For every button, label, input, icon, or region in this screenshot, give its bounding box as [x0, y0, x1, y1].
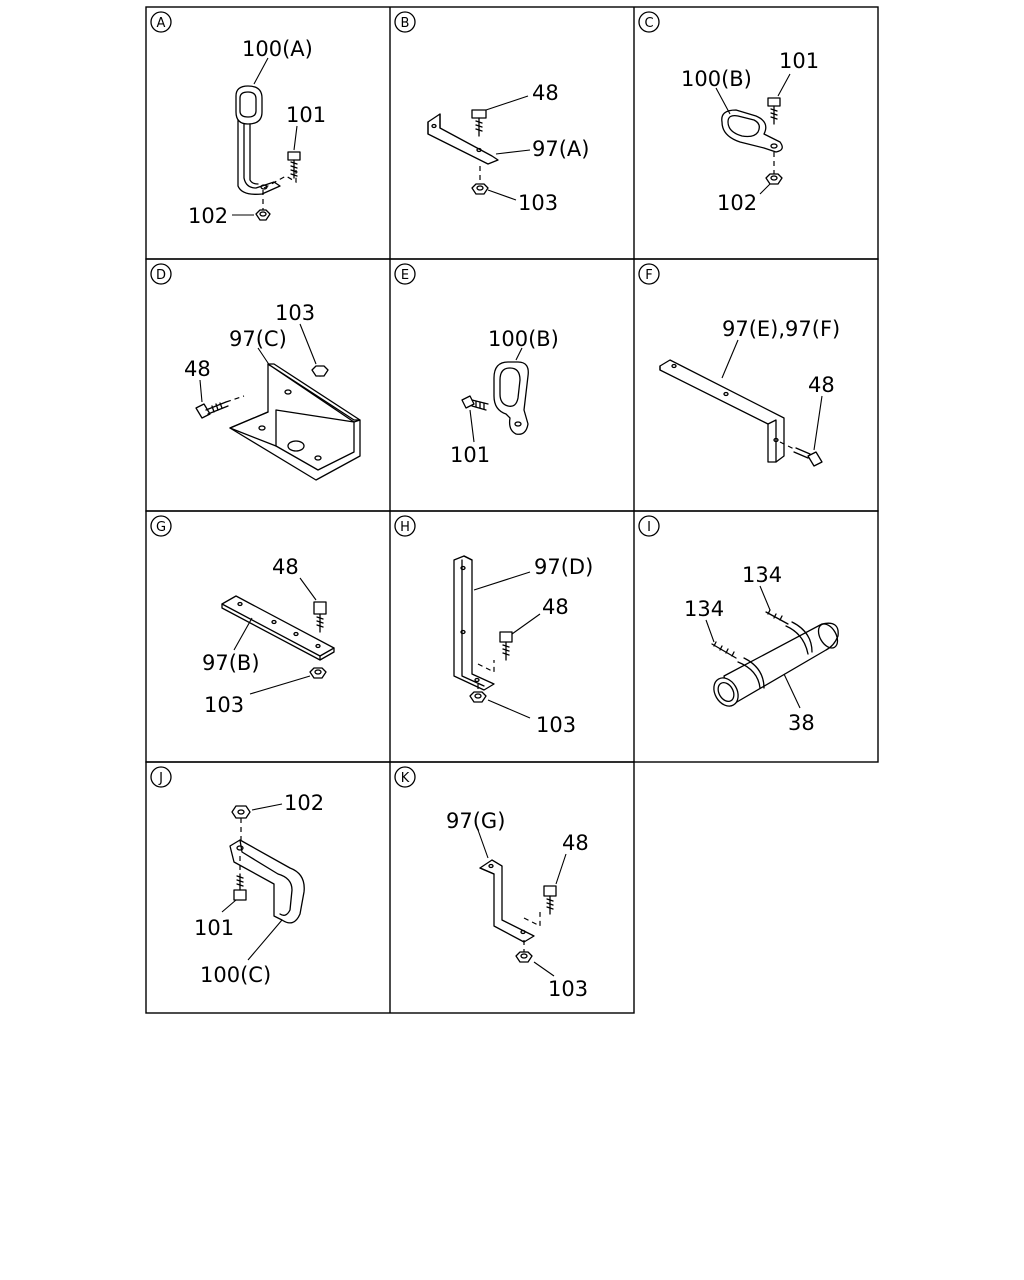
- label-103: 103: [536, 713, 576, 737]
- nut-103: [469, 684, 487, 703]
- label-103: 103: [548, 977, 588, 1001]
- nut-102: [231, 805, 251, 840]
- panel-e-marker: [394, 263, 416, 285]
- label-102: 102: [188, 204, 228, 228]
- label-97d: 97(D): [534, 555, 593, 579]
- label-101: 101: [450, 443, 490, 467]
- bracket-97c: [229, 363, 361, 481]
- panel-f: F 97(E),97(F) 48: [638, 263, 840, 467]
- label-48: 48: [808, 373, 835, 397]
- panel-a-letter: A: [157, 16, 166, 31]
- nut-103: [515, 940, 533, 963]
- bolt-48: [313, 601, 327, 633]
- panel-h: H 97(D) 48 103: [394, 515, 593, 737]
- panel-g: G 48 97(B) 103: [150, 515, 335, 717]
- label-134: 134: [742, 563, 782, 587]
- label-101: 101: [286, 103, 326, 127]
- panel-b-letter: B: [401, 16, 410, 31]
- panel-j-marker: [150, 766, 172, 788]
- nut-103: [471, 166, 489, 195]
- bolt-101: [287, 151, 301, 179]
- panel-i: I 134 134 38: [638, 515, 839, 735]
- panel-a: A 100(A) 101 102: [150, 11, 326, 228]
- label-103: 103: [518, 191, 558, 215]
- label-100b: 100(B): [488, 327, 559, 351]
- label-100b: 100(B): [681, 67, 752, 91]
- panel-j-letter: J: [158, 771, 163, 786]
- panel-g-marker: [150, 515, 172, 537]
- clamp-100b: [493, 361, 529, 435]
- panel-d-marker: [150, 263, 172, 285]
- tie-band-134-b: [765, 609, 813, 655]
- nut-103: [311, 365, 329, 377]
- bolt-48: [499, 631, 513, 661]
- label-97a: 97(A): [532, 137, 589, 161]
- panel-g-letter: G: [156, 520, 166, 535]
- clamp-100b: [721, 109, 783, 153]
- panel-c: C 100(B) 101 102: [638, 11, 819, 215]
- panel-e-letter: E: [401, 268, 409, 283]
- label-48: 48: [272, 555, 299, 579]
- clamp-100c: [229, 839, 305, 924]
- panel-c-letter: C: [644, 16, 653, 31]
- bracket-97e-97f: [659, 359, 785, 463]
- nut-102: [255, 190, 271, 221]
- label-97e-97f: 97(E),97(F): [722, 317, 840, 341]
- label-97g: 97(G): [446, 809, 505, 833]
- label-38: 38: [788, 711, 815, 735]
- label-48: 48: [542, 595, 569, 619]
- bolt-101: [233, 856, 247, 901]
- panel-grid: [145, 6, 879, 1014]
- bracket-97g: [479, 859, 535, 943]
- bolt-48: [195, 401, 229, 419]
- bracket-97a: [427, 113, 499, 165]
- panel-k-letter: K: [401, 771, 410, 786]
- panel-c-marker: [638, 11, 660, 33]
- panel-f-marker: [638, 263, 660, 285]
- label-103: 103: [204, 693, 244, 717]
- label-97b: 97(B): [202, 651, 260, 675]
- bolt-48: [793, 447, 823, 467]
- panel-a-marker: [150, 11, 172, 33]
- tie-band-134-a: [711, 641, 765, 689]
- label-100a: 100(A): [242, 37, 313, 61]
- panel-d-letter: D: [156, 268, 166, 283]
- label-48: 48: [184, 357, 211, 381]
- clamp-100a: [235, 85, 281, 195]
- bracket-97d: [453, 555, 495, 691]
- bolt-101: [461, 395, 489, 411]
- panel-h-letter: H: [400, 520, 410, 535]
- plate-97b: [221, 595, 335, 661]
- panel-b-marker: [394, 11, 416, 33]
- panel-k-marker: [394, 766, 416, 788]
- bolt-48: [471, 109, 487, 137]
- panel-k: K 97(G) 48 103: [394, 766, 589, 1001]
- nut-102: [765, 152, 783, 185]
- label-102: 102: [284, 791, 324, 815]
- label-100c: 100(C): [200, 963, 271, 987]
- label-48: 48: [562, 831, 589, 855]
- bolt-101: [767, 97, 781, 125]
- nut-103: [309, 667, 327, 679]
- label-97c: 97(C): [229, 327, 287, 351]
- label-48: 48: [532, 81, 559, 105]
- panel-b: B 48 97(A) 103: [394, 11, 589, 215]
- panel-e: E 100(B) 101: [394, 263, 559, 467]
- label-101: 101: [194, 916, 234, 940]
- label-103: 103: [275, 301, 315, 325]
- panel-j: J 102 101 100(C): [150, 766, 324, 987]
- panel-i-marker: [638, 515, 660, 537]
- panel-d: D 103 97(C) 48: [150, 263, 361, 481]
- pipe-38: [713, 622, 839, 707]
- label-101: 101: [779, 49, 819, 73]
- panel-h-marker: [394, 515, 416, 537]
- panel-f-letter: F: [645, 268, 652, 283]
- label-134-second: 134: [684, 597, 724, 621]
- label-102: 102: [717, 191, 757, 215]
- panel-i-letter: I: [647, 520, 651, 535]
- bolt-48: [543, 885, 557, 915]
